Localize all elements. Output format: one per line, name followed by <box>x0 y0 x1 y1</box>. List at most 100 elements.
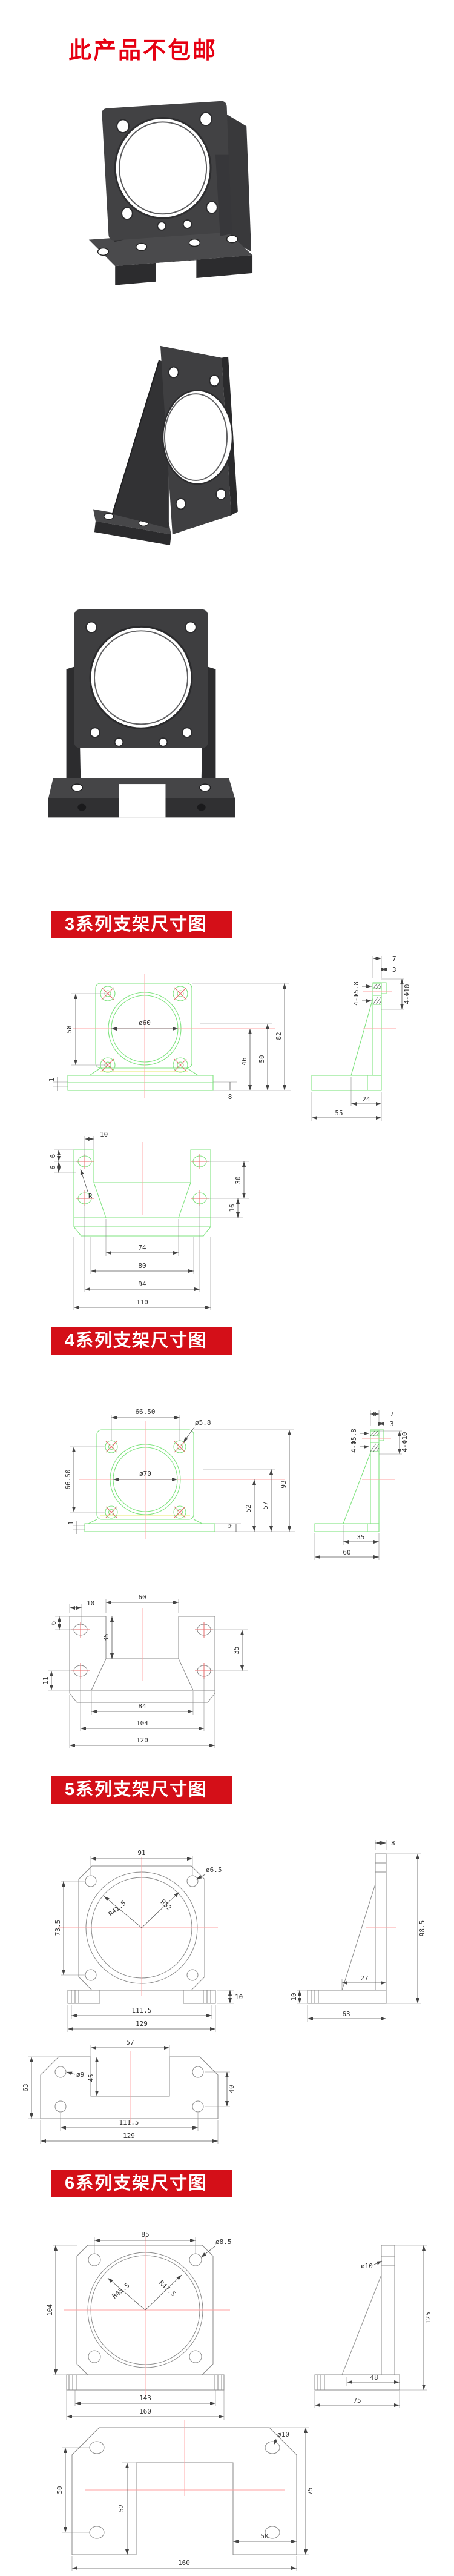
dim-6b: 6 <box>49 1166 57 1170</box>
s6-front-view: 85 ø8.5 R45.5 R47.5 104 143 160 <box>46 2231 232 2420</box>
dim-b50: 50 <box>260 2532 268 2540</box>
dim-129: 129 <box>123 2132 135 2140</box>
product-photo-front <box>48 609 235 818</box>
dim-6a: 6 <box>49 1154 57 1158</box>
series6-dimension-drawing: 85 ø8.5 R45.5 R47.5 104 143 160 ø10 <box>46 2231 432 2571</box>
s3-bottom-view: 10 6 6 R 30 16 74 80 94 110 <box>49 1130 249 1310</box>
series5-dimension-drawing: 91 73.5 R41.5 R52 ø6.5 111.5 129 10 <box>22 1839 426 2144</box>
dim-40: 40 <box>228 2085 235 2093</box>
mounting-holes <box>116 111 218 231</box>
dim-60: 60 <box>343 1549 350 1556</box>
dim-50: 50 <box>56 2486 64 2494</box>
dim-hole-85: ø8.5 <box>215 2238 232 2246</box>
dim-3: 3 <box>392 966 396 974</box>
dim-9: 9 <box>226 1524 234 1529</box>
dim-84: 84 <box>138 1702 146 1710</box>
dim-104: 104 <box>136 1719 148 1727</box>
dim-75: 75 <box>306 2487 314 2495</box>
dim-27: 27 <box>360 1974 368 1982</box>
dim-63: 63 <box>342 2010 350 2018</box>
s5-bottom-view: ø9 57 63 45 40 111.5 129 <box>22 2039 235 2144</box>
bracket-base <box>93 509 171 546</box>
dim-7: 7 <box>390 1410 394 1418</box>
dim-bore: ø60 <box>139 1019 151 1027</box>
s4-corner-holes <box>105 1440 186 1519</box>
dim-48: 48 <box>370 2374 378 2382</box>
dim-16: 16 <box>228 1204 236 1212</box>
dim-foot-8: 8 <box>228 1093 232 1101</box>
dim-82: 82 <box>275 1032 283 1040</box>
bracket-front-plate <box>102 101 232 241</box>
dim-holes-base: 4-Φ10 <box>401 1432 409 1452</box>
dim-hole-65: ø6.5 <box>206 1866 222 1874</box>
dim-50: 50 <box>258 1055 266 1063</box>
dim-6: 6 <box>50 1621 58 1625</box>
dim-143: 143 <box>139 2394 151 2402</box>
s4-bottom-view: 60 10 6 35 35 11 84 104 120 <box>42 1593 248 1748</box>
dim-52: 52 <box>117 2504 125 2512</box>
page-title: 此产品不包邮 <box>68 38 217 64</box>
dim-45: 45 <box>87 2074 95 2082</box>
dim-104: 104 <box>46 2304 54 2316</box>
dim-55: 55 <box>335 1109 343 1117</box>
dim-8: 8 <box>391 1839 395 1847</box>
dim-160: 160 <box>178 2559 190 2567</box>
mounting-holes <box>85 621 197 747</box>
dim-rows-35: 35 <box>232 1646 240 1654</box>
bracket-gusset <box>111 360 169 529</box>
section-4-banner: 4系列支架尺寸图 <box>51 1327 232 1355</box>
dim-110: 110 <box>136 1298 148 1306</box>
dim-top-6650: 66.50 <box>135 1408 155 1416</box>
s5-front-view: 91 73.5 R41.5 R52 ø6.5 111.5 129 10 <box>54 1849 243 2032</box>
dim-120: 120 <box>136 1736 148 1744</box>
dim-91: 91 <box>137 1849 145 1857</box>
dim-1115: 111.5 <box>131 2007 151 2014</box>
dim-52: 52 <box>245 1504 252 1512</box>
dim-35: 35 <box>357 1533 364 1541</box>
dim-30: 30 <box>234 1176 242 1184</box>
dim-hole-9: ø9 <box>76 2071 84 2079</box>
dim-holes-front: 4-Φ5.8 <box>352 981 360 1006</box>
section-6-banner: 6系列支架尺寸图 <box>51 2170 232 2197</box>
dim-10: 10 <box>100 1130 108 1138</box>
dim-left-6650: 66.50 <box>64 1469 72 1489</box>
bracket-front-plate <box>74 609 208 748</box>
dim-60: 60 <box>138 1593 146 1601</box>
s4-slot-holes <box>71 1622 213 1679</box>
bracket-plate <box>160 345 238 535</box>
s4-front-view: 66.50 66.50 ø70 ø5.8 9 52 57 93 1 <box>64 1408 295 1539</box>
dim-r455: R45.5 <box>111 2282 131 2300</box>
s6-side-view: ø10 125 48 75 <box>314 2245 432 2408</box>
dim-1115: 111.5 <box>119 2119 139 2126</box>
dim-l10: 10 <box>290 1993 298 2000</box>
dim-11: 11 <box>42 1676 50 1684</box>
s3-front-view: 58 1 ø60 46 50 82 8 <box>48 974 291 1101</box>
product-photo-side <box>93 345 238 546</box>
dim-129: 129 <box>136 2020 148 2028</box>
dim-10: 10 <box>87 1599 94 1607</box>
dim-3: 3 <box>390 1420 394 1428</box>
dim-985: 98.5 <box>418 1920 426 1937</box>
dim-hole-10: ø10 <box>277 2431 289 2438</box>
s3-side-view: 7 3 4-Φ5.8 4-Φ10 24 55 <box>311 955 411 1121</box>
s3-corner-holes <box>100 986 188 1073</box>
dim-80: 80 <box>138 1262 146 1270</box>
dim-r52: R52 <box>159 1898 173 1912</box>
mounting-holes <box>168 366 227 510</box>
s4-side-view: 7 3 4-Φ5.8 4-Φ10 35 60 <box>314 1410 409 1560</box>
product-photo-front34 <box>88 101 253 285</box>
dim-74: 74 <box>138 1244 146 1252</box>
dim-holes-base: 4-Φ10 <box>403 984 411 1004</box>
dim-hole-10: ø10 <box>361 2262 373 2270</box>
dim-base-step: 1 <box>48 1078 56 1082</box>
dim-holes-front: 4-Φ5.8 <box>350 1429 358 1453</box>
dim-notch-35: 35 <box>102 1633 110 1641</box>
section-5-banner: 5系列支架尺寸图 <box>51 1776 232 1804</box>
series3-dimension-drawing: 58 1 ø60 46 50 82 8 <box>48 955 411 1310</box>
dim-57: 57 <box>262 1501 269 1509</box>
dim-base-step: 1 <box>67 1521 75 1525</box>
dim-46: 46 <box>240 1057 248 1065</box>
dim-735: 73.5 <box>54 1920 62 1936</box>
dim-57: 57 <box>126 2039 134 2047</box>
